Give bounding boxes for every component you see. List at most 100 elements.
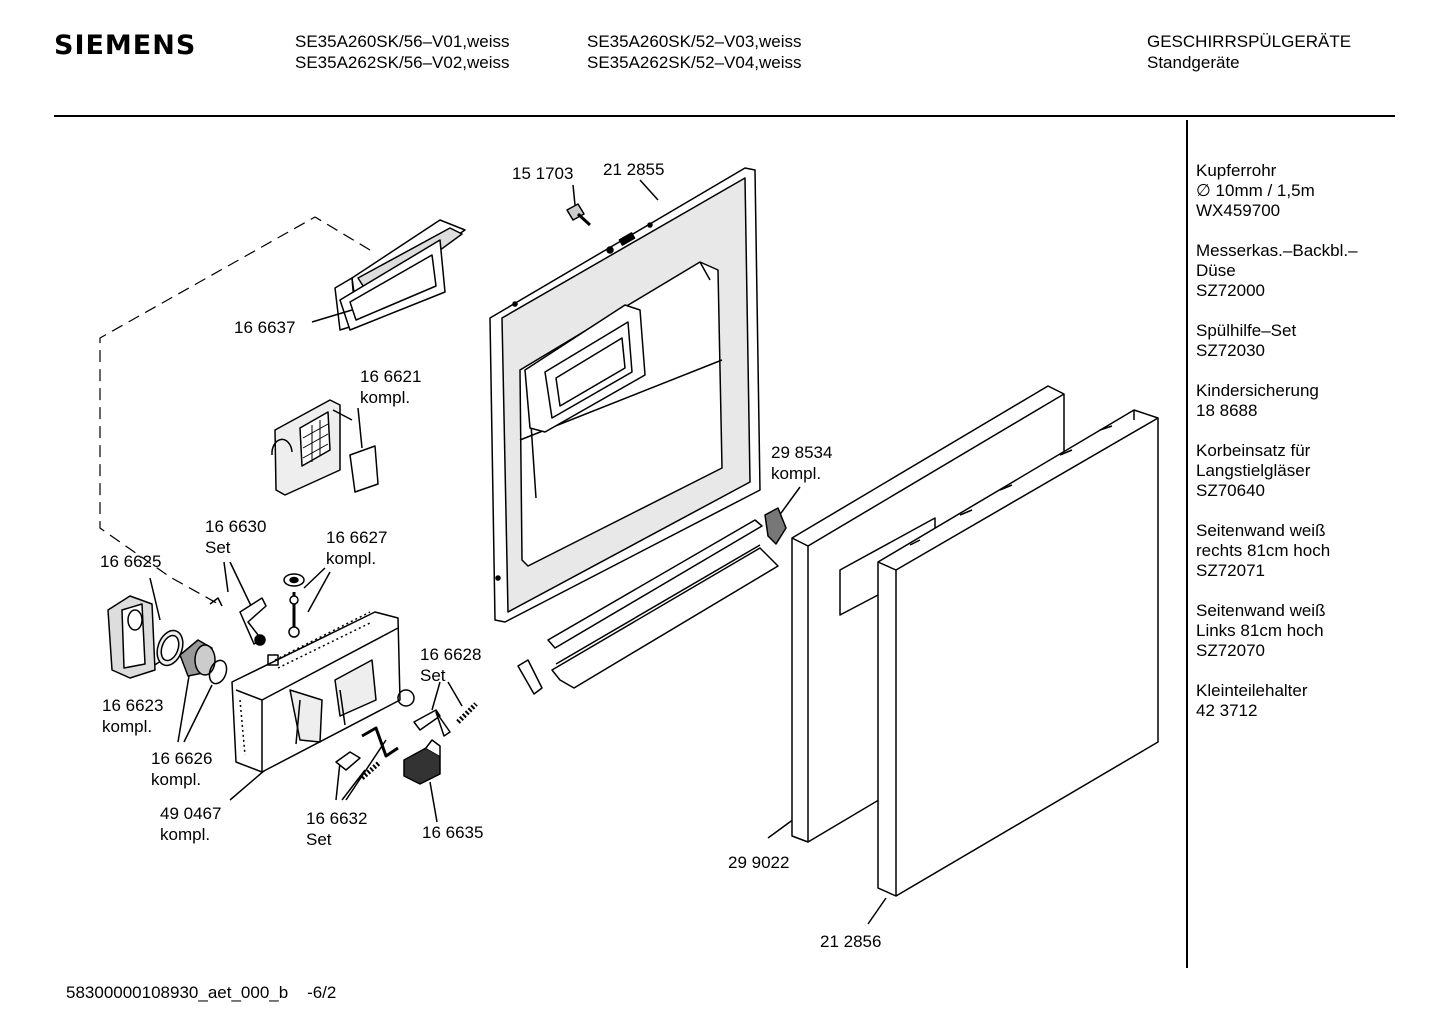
part-number-label: 29 8534 kompl.: [771, 442, 832, 484]
part-qualifier: kompl.: [360, 388, 411, 407]
accessory-item: Seitenwand weiß rechts 81cm hoch SZ72071: [1196, 521, 1396, 581]
model-number: SE35A262SK/56–V02,weiss: [295, 53, 510, 72]
accessory-code: SZ72000: [1196, 281, 1265, 300]
door-rail-part: [547, 519, 779, 689]
accessory-code: SZ72070: [1196, 641, 1265, 660]
part-qualifier: Set: [306, 830, 332, 849]
part-number-label: 16 6625: [100, 552, 162, 571]
part-number-label: 16 6627 kompl.: [326, 527, 387, 569]
leader-212855: [639, 179, 659, 201]
part-number-label: 16 6630 Set: [205, 516, 266, 558]
siemens-logo: SIEMENS: [54, 30, 197, 61]
leader-166627: [303, 567, 331, 613]
accessory-item: Kindersicherung 18 8688: [1196, 381, 1396, 421]
part-number: 16 6627: [326, 528, 388, 547]
part-number-label: 16 6621 kompl.: [360, 366, 421, 408]
ball-part: [397, 689, 415, 707]
leader-151703: [572, 184, 576, 206]
latch-part: [413, 709, 451, 737]
accessory-item: Messerkas.–Backbl.– Düse SZ72000: [1196, 241, 1396, 301]
part-number: 49 0467: [160, 804, 222, 823]
accessory-name: Kleinteilehalter: [1196, 681, 1308, 700]
sidebar-divider: [1186, 120, 1188, 968]
accessory-item: Kleinteilehalter 42 3712: [1196, 681, 1396, 721]
accessory-name: Langstielgläser: [1196, 461, 1311, 480]
accessory-name: Messerkas.–Backbl.–: [1196, 241, 1358, 260]
accessory-name: Korbeinsatz für: [1196, 441, 1311, 460]
accessory-name: Düse: [1196, 261, 1236, 280]
model-number: SE35A262SK/52–V04,weiss: [587, 53, 802, 72]
part-number: 16 6623: [102, 696, 164, 715]
leader-166630: [223, 561, 254, 611]
accessory-item: Seitenwand weiß Links 81cm hoch SZ72070: [1196, 601, 1396, 661]
model-number: SE35A260SK/56–V01,weiss: [295, 32, 510, 51]
category-subtitle: Standgeräte: [1147, 53, 1240, 72]
product-category: GESCHIRRSPÜLGERÄTE Standgeräte: [1147, 31, 1351, 73]
model-list-1: SE35A260SK/56–V01,weiss SE35A262SK/56–V0…: [295, 31, 510, 73]
clip-part: [517, 659, 543, 695]
document-id: 58300000108930_aet_000_b -6/2: [66, 983, 337, 1002]
knob-part: [179, 639, 216, 677]
switch-part: [403, 739, 441, 785]
part-number-label: 16 6632 Set: [306, 808, 367, 850]
hinge-part: [764, 507, 787, 545]
part-number: 16 6628: [420, 645, 482, 664]
leader-166625: [149, 577, 161, 621]
part-number-label: 29 9022: [728, 853, 790, 872]
part-qualifier: Set: [420, 666, 446, 685]
accessory-code: 18 8688: [1196, 401, 1258, 420]
handle-cover-part: [107, 595, 156, 679]
header-divider: [54, 115, 1395, 117]
leader-490467: [229, 769, 266, 801]
part-number-label: 49 0467 kompl.: [160, 803, 221, 845]
part-qualifier: Set: [205, 538, 231, 557]
accessory-code: 42 3712: [1196, 701, 1258, 720]
accessory-item: Kupferrohr ∅ 10mm / 1,5m WX459700: [1196, 161, 1396, 221]
leader-166632: [335, 739, 387, 801]
spring-part: [360, 760, 382, 780]
dispenser-housing: [231, 611, 401, 773]
part-number: 16 6621: [360, 367, 422, 386]
part-number-label: 15 1703: [512, 164, 574, 183]
o-ring-part: [208, 659, 228, 685]
part-qualifier: kompl.: [771, 464, 822, 483]
assembly-dashed-line: [99, 216, 371, 607]
seal-frame: [334, 219, 466, 331]
accessory-name: Spülhilfe–Set: [1196, 321, 1297, 340]
category-title: GESCHIRRSPÜLGERÄTE: [1147, 32, 1352, 51]
part-number-label: 16 6626 kompl.: [151, 748, 212, 790]
part-number-label: 21 2855: [603, 160, 665, 179]
accessory-name: Seitenwand weiß: [1196, 521, 1326, 540]
part-number-label: 16 6628 Set: [420, 644, 481, 686]
part-number: 16 6626: [151, 749, 213, 768]
spring-part: [209, 597, 223, 607]
leader-166628: [431, 681, 463, 711]
accessory-name: Kindersicherung: [1196, 381, 1319, 400]
screw-part: [566, 203, 592, 227]
accessory-code: WX459700: [1196, 201, 1281, 220]
accessory-name: Seitenwand weiß: [1196, 601, 1326, 620]
filter-grid-part: [271, 399, 379, 496]
leader-166621a: [332, 409, 353, 421]
accessory-name: Kupferrohr: [1196, 161, 1277, 180]
part-number: 16 6632: [306, 809, 368, 828]
inner-door-frame: [489, 167, 761, 623]
accessory-code: SZ70640: [1196, 481, 1265, 500]
accessory-item: Spülhilfe–Set SZ72030: [1196, 321, 1396, 361]
accessory-code: SZ72071: [1196, 561, 1265, 580]
model-list-2: SE35A260SK/52–V03,weiss SE35A262SK/52–V0…: [587, 31, 802, 73]
clip-part: [335, 751, 361, 771]
part-qualifier: kompl.: [102, 717, 153, 736]
part-number-label: 21 2856: [820, 932, 882, 951]
accessory-code: SZ72030: [1196, 341, 1265, 360]
pin-part: [283, 573, 305, 638]
leader-166635: [429, 781, 438, 823]
leader-166626: [177, 669, 213, 743]
part-qualifier: kompl.: [151, 770, 202, 789]
part-number: 16 6630: [205, 517, 267, 536]
accessory-spec: ∅ 10mm / 1,5m: [1196, 181, 1315, 200]
accessory-spec: rechts 81cm hoch: [1196, 541, 1331, 560]
part-number-label: 16 6635: [422, 823, 484, 842]
leader-212856: [867, 897, 887, 925]
